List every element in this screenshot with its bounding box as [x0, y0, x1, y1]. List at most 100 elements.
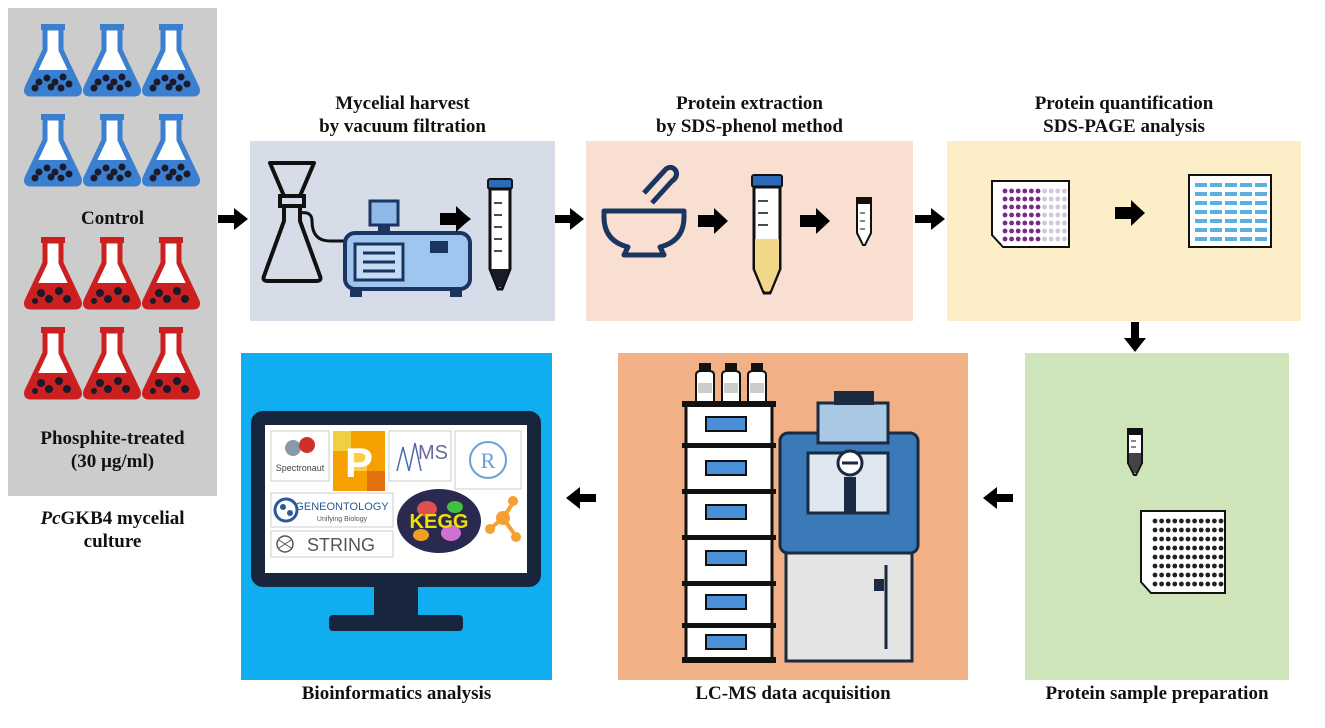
gel-band [1195, 210, 1207, 214]
gel-band [1195, 201, 1207, 205]
spectronaut-text: Spectronaut [276, 463, 325, 473]
extraction-panel [586, 141, 913, 321]
well [1048, 204, 1054, 210]
treated-concentration: (30 µg/ml) [70, 451, 155, 472]
well [1152, 572, 1158, 578]
gel-band [1210, 228, 1222, 232]
well [1035, 220, 1041, 226]
lcms-label: LC-MS data acquisition [695, 683, 891, 704]
well [1165, 527, 1171, 533]
well [1015, 220, 1021, 226]
treated-label: Phosphite-treated [40, 428, 185, 449]
well [1009, 220, 1014, 226]
microtube-icon [856, 197, 872, 246]
well [1165, 518, 1171, 524]
arrow-left-icon [983, 487, 1013, 509]
well [1212, 545, 1217, 551]
well [1179, 581, 1184, 587]
well [1205, 554, 1211, 560]
arrow-right-icon [554, 208, 584, 230]
gel-band [1195, 228, 1207, 232]
gel-band [1210, 192, 1222, 196]
well [1042, 196, 1047, 202]
gel-band [1240, 183, 1252, 187]
treated-flask [145, 237, 198, 307]
gene-ontology-logo: GENEONTOLOGY Unifying Biology [270, 492, 394, 528]
well [1048, 236, 1054, 242]
well [1015, 236, 1021, 242]
well [1152, 554, 1158, 560]
well [1205, 536, 1211, 542]
well [1159, 527, 1164, 533]
well [1062, 220, 1067, 226]
well [1205, 545, 1211, 551]
gel-band [1195, 183, 1207, 187]
well [1022, 236, 1028, 242]
well [1015, 212, 1021, 218]
falcon-tube-icon [487, 178, 513, 291]
gel-band [1225, 228, 1237, 232]
well [1212, 581, 1217, 587]
well [1172, 518, 1178, 524]
well [1042, 204, 1047, 210]
well [1035, 228, 1041, 234]
gel-band [1240, 201, 1252, 205]
well [1062, 236, 1067, 242]
arrow-right-icon [698, 208, 728, 234]
gel-band [1210, 183, 1222, 187]
gel-band [1210, 237, 1222, 241]
mass-spectrometer-icon [778, 391, 920, 663]
vacuum-pump-icon [343, 199, 472, 297]
control-label: Control [81, 208, 144, 229]
well [1185, 554, 1191, 560]
arrow-right-icon [915, 208, 945, 230]
well [1009, 196, 1014, 202]
well [1192, 581, 1197, 587]
well [1218, 572, 1224, 578]
well [1048, 220, 1054, 226]
gel-band [1195, 219, 1207, 223]
harvest-title-line2: by vacuum filtration [319, 116, 486, 137]
well [1192, 563, 1197, 569]
well [1198, 572, 1204, 578]
flask-grid [8, 8, 217, 496]
treated-flask [145, 327, 198, 397]
mortar-pestle-icon [601, 164, 687, 258]
well [1055, 212, 1061, 218]
control-flask [27, 114, 80, 184]
well [1029, 220, 1034, 226]
treated-flask [27, 237, 80, 307]
well [1042, 228, 1047, 234]
well [1192, 545, 1197, 551]
gel-band [1255, 237, 1267, 241]
p-logo-text: P [345, 439, 373, 486]
arrow-left-icon [566, 487, 596, 509]
r-logo-text: R [481, 448, 496, 473]
well [1152, 563, 1158, 569]
well [1029, 236, 1034, 242]
well [1048, 228, 1054, 234]
bioinfo-panel: Spectronaut P MS R GENEONTOLOGY Unifying… [241, 353, 552, 680]
sample-prep-panel [1025, 353, 1289, 680]
well [1212, 527, 1217, 533]
arrow-right-icon [1115, 200, 1145, 226]
gel-band [1225, 201, 1237, 205]
well [1029, 212, 1034, 218]
well [1205, 518, 1211, 524]
well [1002, 220, 1008, 226]
treated-flask [86, 237, 139, 307]
well [1022, 188, 1028, 194]
culture-caption: PcGKB4 mycelial [8, 508, 217, 530]
well [1185, 536, 1191, 542]
well [1022, 204, 1028, 210]
well [1159, 536, 1164, 542]
well [1172, 554, 1178, 560]
gel-band [1255, 210, 1267, 214]
well [1035, 188, 1041, 194]
well [1198, 563, 1204, 569]
well [1022, 212, 1028, 218]
well [1035, 204, 1041, 210]
well [1048, 212, 1054, 218]
well [1198, 527, 1204, 533]
gel-band [1210, 219, 1222, 223]
